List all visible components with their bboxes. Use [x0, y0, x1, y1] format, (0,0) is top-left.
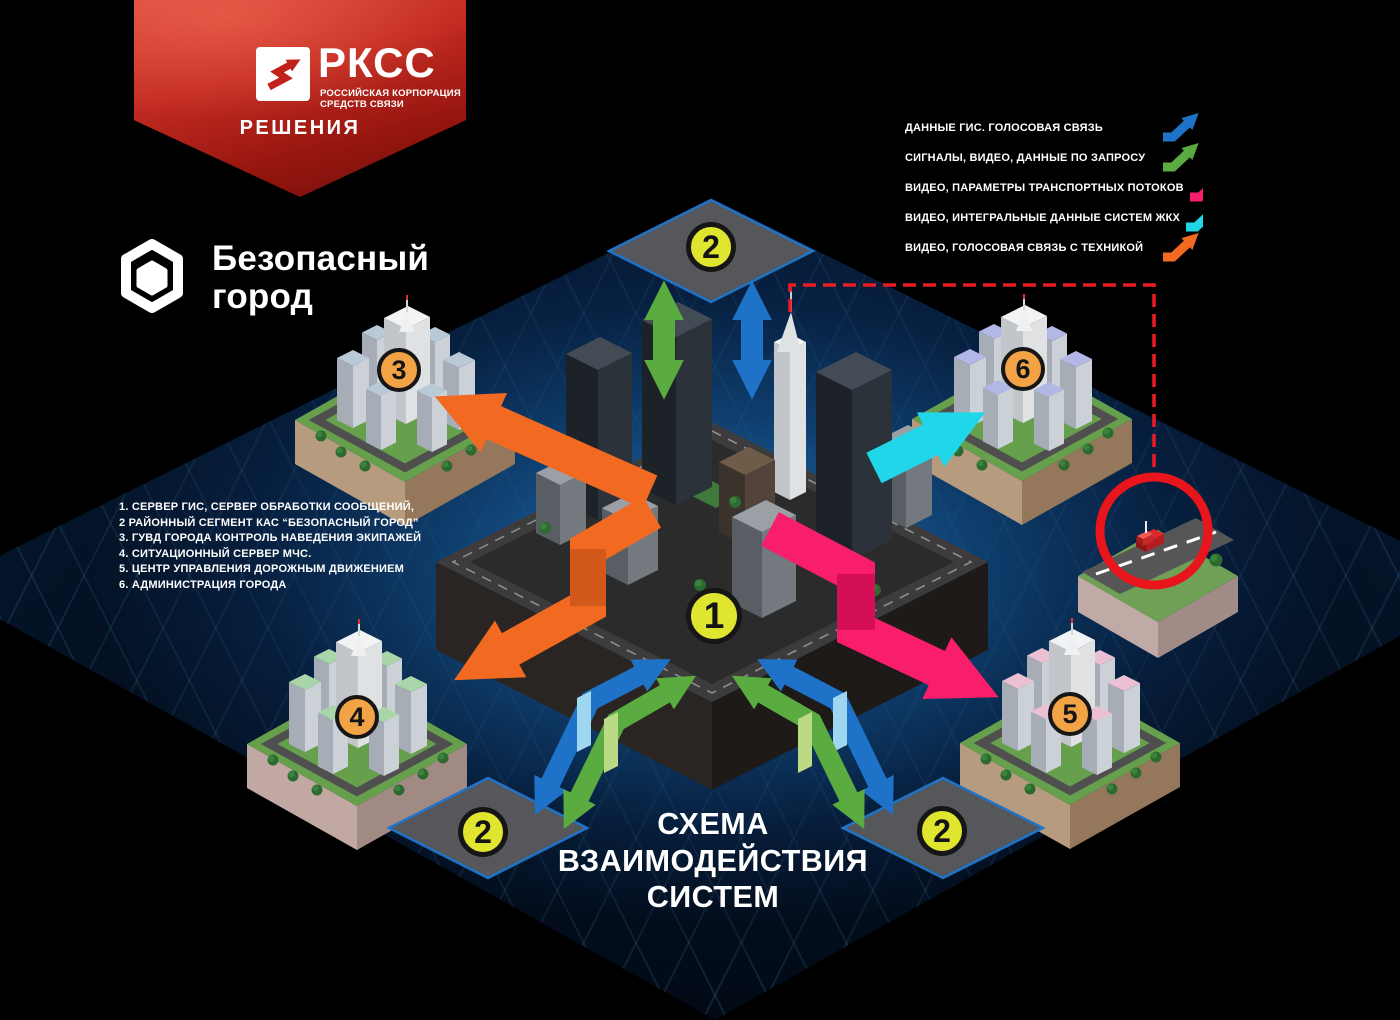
key-item: 4. СИТУАЦИОННЫЙ СЕРВЕР МЧС.: [119, 547, 312, 560]
key-item: 1. СЕРВЕР ГИС, СЕРВЕР ОБРАБОТКИ СООБЩЕНИ…: [119, 501, 415, 513]
island-guvd: [295, 295, 515, 526]
dashed-route-to-vehicle: [788, 283, 1156, 475]
marker-district-southeast: 2: [917, 806, 967, 856]
vehicle-highlight-circle: [1095, 472, 1213, 590]
key-item: 5. ЦЕНТР УПРАВЛЕНИЯ ДОРОЖНЫМ ДВИЖЕНИЕМ: [119, 563, 405, 575]
brand-tagline: РОССИЙСКАЯ КОРПОРАЦИЯ СРЕДСТВ СВЯЗИ: [320, 88, 461, 110]
legend-arrow-blue-icon: [1163, 113, 1199, 142]
key-item: 2 РАЙОННЫЙ СЕГМЕНТ КАС “БЕЗОПАСНЫЙ ГОРОД…: [119, 516, 419, 529]
patrol-car-island: [1078, 518, 1238, 658]
numbered-key-list: 1. СЕРВЕР ГИС, СЕРВЕР ОБРАБОТКИ СООБЩЕНИ…: [119, 500, 421, 593]
marker-district-southwest: 2: [458, 807, 508, 857]
key-item: 3. ГУВД ГОРОДА КОНТРОЛЬ НАВЕДЕНИЯ ЭКИПАЖ…: [119, 532, 422, 544]
fold-face: [577, 691, 591, 752]
marker-mchs: 4: [335, 695, 379, 739]
safe-city-hexagon-icon: [121, 239, 183, 313]
legend-item-zhkh-data: ВИДЕО, ИНТЕГРАЛЬНЫЕ ДАННЫЕ СИСТЕМ ЖКХ: [905, 203, 1203, 233]
scheme-title: СХЕМА ВЗАИМОДЕЙСТВИЯ СИСТЕМ: [557, 807, 869, 914]
legend-arrow-pink-icon: [1189, 187, 1203, 202]
data-flow-arrows: [434, 393, 999, 700]
brand-section-label: РЕШЕНИЯ: [239, 117, 361, 139]
bidirectional-links: [534, 280, 894, 830]
fold-face: [798, 712, 812, 773]
marker-city-core: 1: [686, 588, 742, 644]
arrow-orange-drop-face: [570, 549, 606, 606]
arrow-orange-to-guvd: [434, 393, 658, 509]
marker-guvd: 3: [377, 348, 421, 392]
legend-arrow-cyan-icon: [1186, 214, 1203, 232]
marker-district-north: 2: [686, 222, 736, 272]
legend-item-transport-flows: ВИДЕО, ПАРАМЕТРЫ ТРАНСПОРТНЫХ ПОТОКОВ: [905, 173, 1203, 203]
rkss-logo-icon: [256, 47, 310, 101]
arrow-cyan-to-administration: [866, 412, 986, 484]
island-administration: [912, 294, 1132, 525]
safe-city-title: Безопасный город: [212, 239, 430, 316]
legend: ДАННЫЕ ГИС. ГОЛОСОВАЯ СВЯЗЬ СИГНАЛЫ, ВИД…: [905, 113, 1203, 263]
safe-city-logo: Безопасный город: [120, 238, 460, 328]
fold-face: [604, 712, 618, 773]
legend-arrow-green-icon: [1163, 143, 1199, 172]
marker-traffic-center: 5: [1048, 692, 1092, 736]
legend-arrow-orange-icon: [1163, 233, 1199, 262]
brand-name: РКСС: [318, 39, 436, 86]
central-city-block: [436, 290, 988, 790]
marker-administration: 6: [1001, 347, 1045, 391]
legend-item-gis-voice: ДАННЫЕ ГИС. ГОЛОСОВАЯ СВЯЗЬ: [905, 113, 1203, 143]
arrow-pink-drop-face: [837, 574, 875, 630]
fold-face: [833, 691, 847, 752]
legend-item-signals-video: СИГНАЛЫ, ВИДЕО, ДАННЫЕ ПО ЗАПРОСУ: [905, 143, 1203, 173]
legend-item-voice-machinery: ВИДЕО, ГОЛОСОВАЯ СВЯЗЬ С ТЕХНИКОЙ: [905, 233, 1203, 263]
key-item: 6. АДМИНИСТРАЦИЯ ГОРОДА: [119, 578, 287, 591]
